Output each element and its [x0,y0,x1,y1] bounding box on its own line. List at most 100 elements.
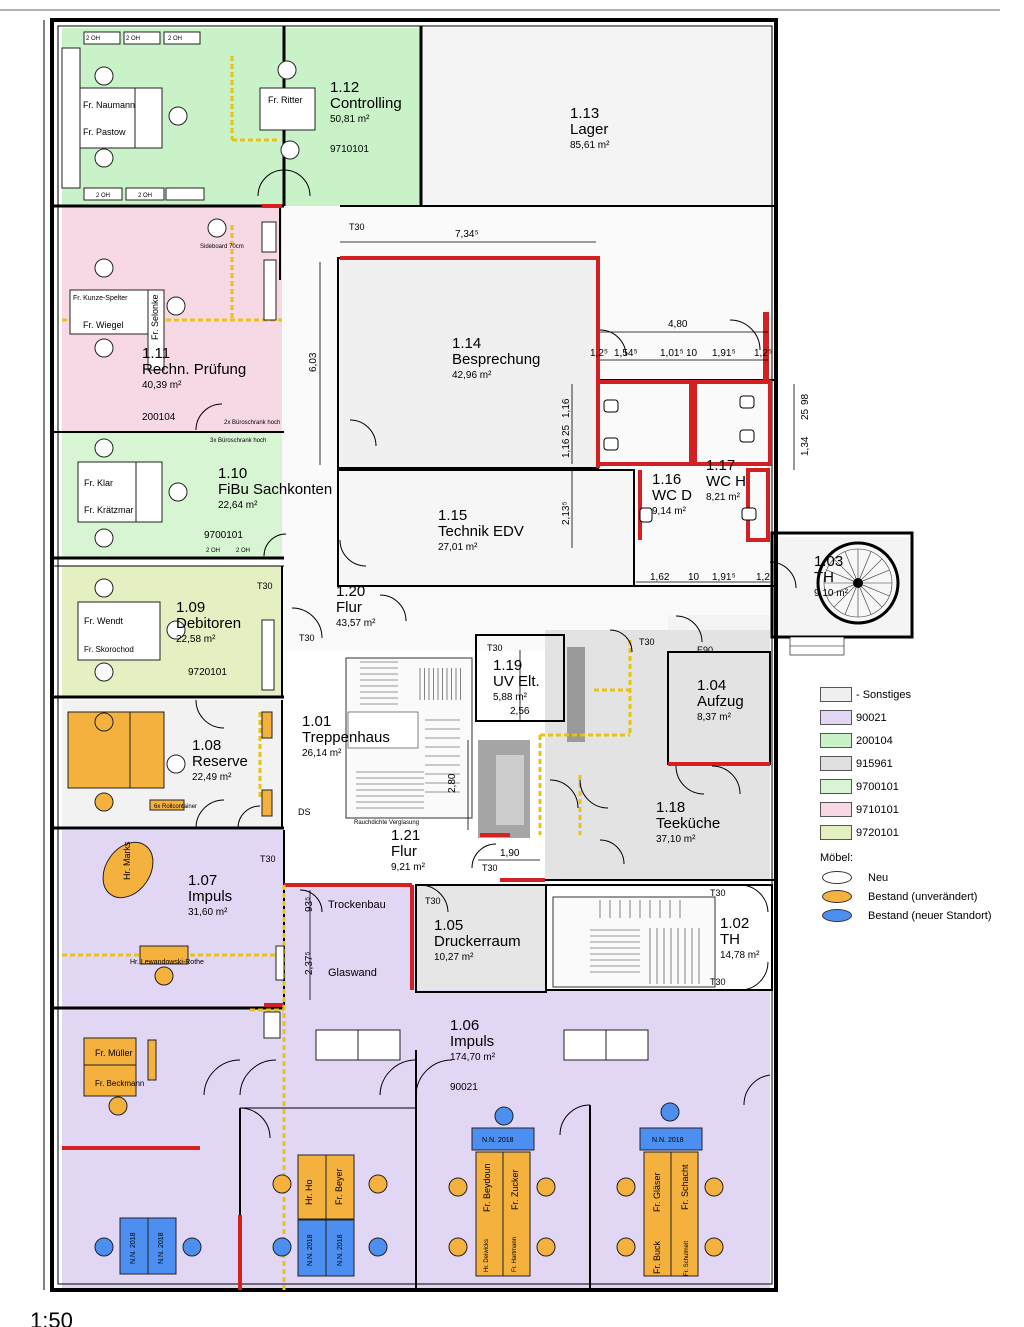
chair [94,662,114,682]
desk [325,1219,355,1277]
person-label: Fr. Müller [95,1048,133,1058]
room-area: 31,60 m² [188,907,228,918]
room-name: Teeküche [656,815,720,832]
chair [94,66,114,86]
dim-25a: 25 [561,424,572,436]
dim-1915a: 1,91⁵ [712,348,736,359]
room-name: Rechn. Prüfung [142,361,246,378]
shaft-dark [567,647,585,742]
legend-label: 915961 [856,757,893,770]
room-name: Lager [570,121,608,138]
room-area: 42,96 m² [452,370,492,381]
person-label: Fr. Beckmann [95,1079,144,1088]
chair [94,338,114,358]
dim-116b: 1,16 [561,438,572,458]
door-t30-8: T30 [425,896,441,906]
legend-furniture-item: Neu [820,868,1020,887]
chair [94,258,114,278]
room-cost-center: 9720101 [188,667,227,678]
room-number: 1.02 [720,915,749,932]
dim-190: 1,90 [500,848,520,859]
desk [134,87,163,149]
fire-walls [62,204,772,1290]
legend-label: 9710101 [856,803,899,816]
room-number: 1.14 [452,335,481,352]
person-label: Fr. Beyer [334,1168,344,1205]
cabinet [123,31,161,45]
door-t30-4: T30 [487,643,503,653]
person-label: Fr. Ritter [268,95,303,105]
legend-furniture-item: Bestand (neuer Standort) [820,906,1020,925]
room-number: 1.19 [493,657,522,674]
dim-125c: 1,2⁵ [756,572,774,583]
room-area: 14,78 m² [720,950,760,961]
desk [639,1127,703,1151]
chair [448,1177,468,1197]
chair [94,792,114,812]
legend-furniture-item: Bestand (unverändert) [820,887,1020,906]
room-area: 26,14 m² [302,748,342,759]
chair [168,482,188,502]
door-t30-3: T30 [299,633,315,643]
room-number: 1.16 [652,471,681,488]
scale-label: 1:50 [30,1310,73,1327]
legend-item: 200104 [820,729,1020,752]
chair [616,1177,636,1197]
misc-labels: Trockenbau Glaswand Rauchdichte Verglasu… [86,36,419,979]
label-trockenbau: Trockenbau [328,899,386,911]
chair [94,712,114,732]
desk [259,87,316,131]
dim-25b: 25 [800,408,811,420]
room-cost-center: 200104 [142,412,176,423]
room-name: Besprechung [452,351,540,368]
room-name: Druckerraum [434,933,521,950]
label-oh-1: 2 OH [86,36,100,42]
room-fill-1-05 [416,885,546,990]
desk [670,1151,699,1277]
room-area: 9,10 m² [814,588,849,599]
room-number: 1.08 [192,737,221,754]
room-number: 1.10 [218,465,247,482]
room-name: UV Elt. [493,673,540,690]
room-number: 1.13 [570,105,599,122]
desk [315,1029,359,1061]
door-t30-7: T30 [482,863,498,873]
label-sideboard: Sideboard 70cm [200,244,244,250]
chair [108,1096,128,1116]
label-rauch: Rauchdichte Verglasung [354,820,419,826]
chair [168,106,188,126]
dim-256: 2,56 [510,706,530,717]
room-fills [62,28,910,1290]
chair [616,1237,636,1257]
desk [69,289,161,335]
cabinet [147,1039,157,1081]
door-t30-5: T30 [639,637,655,647]
dim-1015: 1,01⁵ [660,348,684,359]
desk [135,461,163,523]
legend-furniture-swatch [822,871,852,884]
door-swings [195,169,797,1139]
room-name: Controlling [330,95,402,112]
chair [94,578,114,598]
chair [166,754,186,774]
desk [77,601,161,661]
room-area: 8,37 m² [697,712,732,723]
legend-swatch [820,779,852,794]
desk [77,461,139,523]
chair [94,528,114,548]
person-label: Fr. Beydoun [482,1163,492,1212]
chair [272,1237,292,1257]
room-number: 1.07 [188,872,217,889]
legend-label: 9700101 [856,780,899,793]
legend-furniture-label: Bestand (unverändert) [868,890,978,903]
room-area: 40,39 m² [142,380,182,391]
room-number: 1.04 [697,677,726,694]
door-t30-9: T30 [710,888,726,898]
